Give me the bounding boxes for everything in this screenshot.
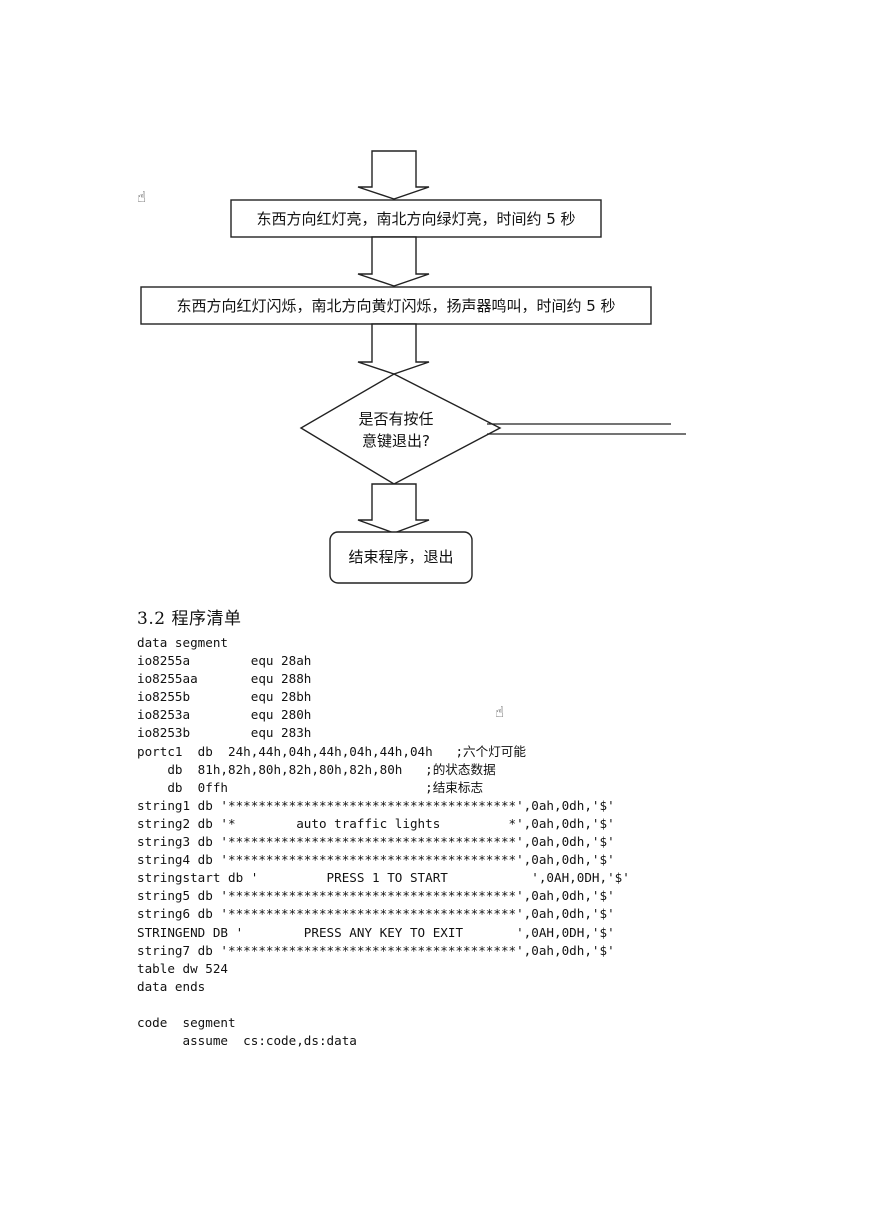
flow-step-2-text: 东西方向红灯闪烁，南北方向黄灯闪烁，扬声器鸣叫，时间约 5 秒 (176, 297, 615, 315)
code-line: string7 db '****************************… (137, 942, 615, 958)
code-line: string5 db '****************************… (137, 888, 615, 904)
flow-decision-diamond (299, 373, 502, 485)
code-line: stringstart db ' PRESS 1 TO START ',0AH,… (137, 870, 630, 886)
flow-step-1-box (230, 199, 602, 238)
code-line: db 81h,82h,80h,82h,80h,82h,80h ;的状态数据 (137, 761, 496, 777)
flow-decision-text-line1: 是否有按任 (358, 410, 433, 428)
flow-arrow-1 (357, 150, 430, 200)
code-line: code segment (137, 1014, 236, 1030)
flowchart: 东西方向红灯亮，南北方向绿灯亮，时间约 5 秒 东西方向红灯闪烁，南北方向黄灯闪… (140, 150, 686, 584)
code-line: data ends (137, 978, 206, 994)
hand-cursor-icon: ☝ (495, 703, 505, 721)
section-heading: 3.2 程序清单 (137, 609, 242, 629)
flow-end-box (329, 531, 473, 584)
code-line: string3 db '****************************… (137, 834, 615, 850)
code-line: io8255b equ 28bh (137, 689, 312, 705)
hand-cursor-icon: ☝ (137, 188, 147, 206)
code-line: string1 db '****************************… (137, 797, 615, 813)
flow-arrow-4 (357, 483, 430, 534)
code-line: db 0ffh ;结束标志 (137, 779, 484, 795)
code-line (137, 996, 630, 1014)
code-line: string6 db '****************************… (137, 906, 615, 922)
code-line: table dw 524 (137, 960, 228, 976)
flow-arrow-2 (357, 236, 430, 287)
code-line: io8253b equ 283h (137, 725, 312, 741)
code-line: string4 db '****************************… (137, 852, 615, 868)
flow-arrow-3 (357, 323, 430, 375)
code-line: io8253a equ 280h (137, 707, 312, 723)
flow-decision-text-line2: 意键退出? (362, 432, 430, 450)
code-line: io8255a equ 28ah (137, 653, 312, 669)
code-listing: data segment io8255a equ 28ah io8255aa equ… (137, 634, 630, 1050)
code-line: STRINGEND DB ' PRESS ANY KEY TO EXIT ',0… (137, 924, 615, 940)
code-line: portc1 db 24h,44h,04h,44h,04h,44h,04h ;六… (137, 743, 526, 759)
code-line: string2 db '* auto traffic lights *',0ah… (137, 815, 615, 831)
code-line: io8255aa equ 288h (137, 671, 312, 687)
flow-step-2-box (140, 286, 652, 325)
flow-end-text: 结束程序，退出 (348, 548, 453, 566)
code-line: assume cs:code,ds:data (137, 1033, 357, 1049)
code-line: data segment (137, 635, 228, 650)
flow-step-1-text: 东西方向红灯亮，南北方向绿灯亮，时间约 5 秒 (256, 210, 575, 228)
